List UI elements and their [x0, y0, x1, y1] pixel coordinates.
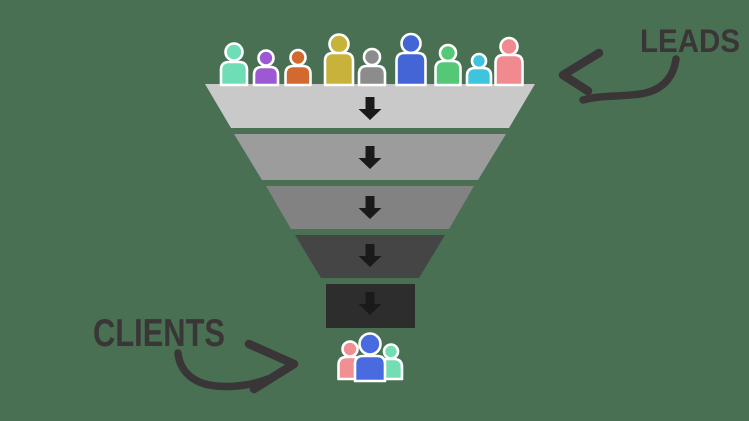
down-arrow-icon	[358, 292, 382, 315]
clients-group-icon	[337, 332, 404, 383]
lead-person-icon-7	[434, 43, 462, 87]
down-arrow-icon	[358, 146, 382, 169]
leads-label: LEADS	[640, 23, 740, 59]
down-arrow-icon	[358, 244, 382, 267]
clients-label: CLIENTS	[93, 312, 225, 355]
client-person-icon-center	[353, 332, 387, 383]
lead-person-icon-5	[357, 47, 387, 87]
lead-person-icon-2	[252, 49, 280, 87]
lead-person-icon-9	[494, 36, 524, 87]
clients-hand-arrow-icon	[174, 339, 299, 394]
lead-person-icon-1	[219, 42, 249, 87]
leads-hand-arrow-icon	[558, 48, 680, 104]
lead-person-icon-8	[465, 52, 493, 87]
lead-person-icon-4	[323, 33, 355, 87]
leads-people-row	[219, 32, 524, 87]
funnel	[205, 84, 535, 328]
down-arrow-icon	[358, 196, 382, 219]
down-arrow-icon	[358, 97, 382, 120]
lead-person-icon-3	[284, 48, 312, 87]
lead-person-icon-6	[395, 32, 427, 87]
